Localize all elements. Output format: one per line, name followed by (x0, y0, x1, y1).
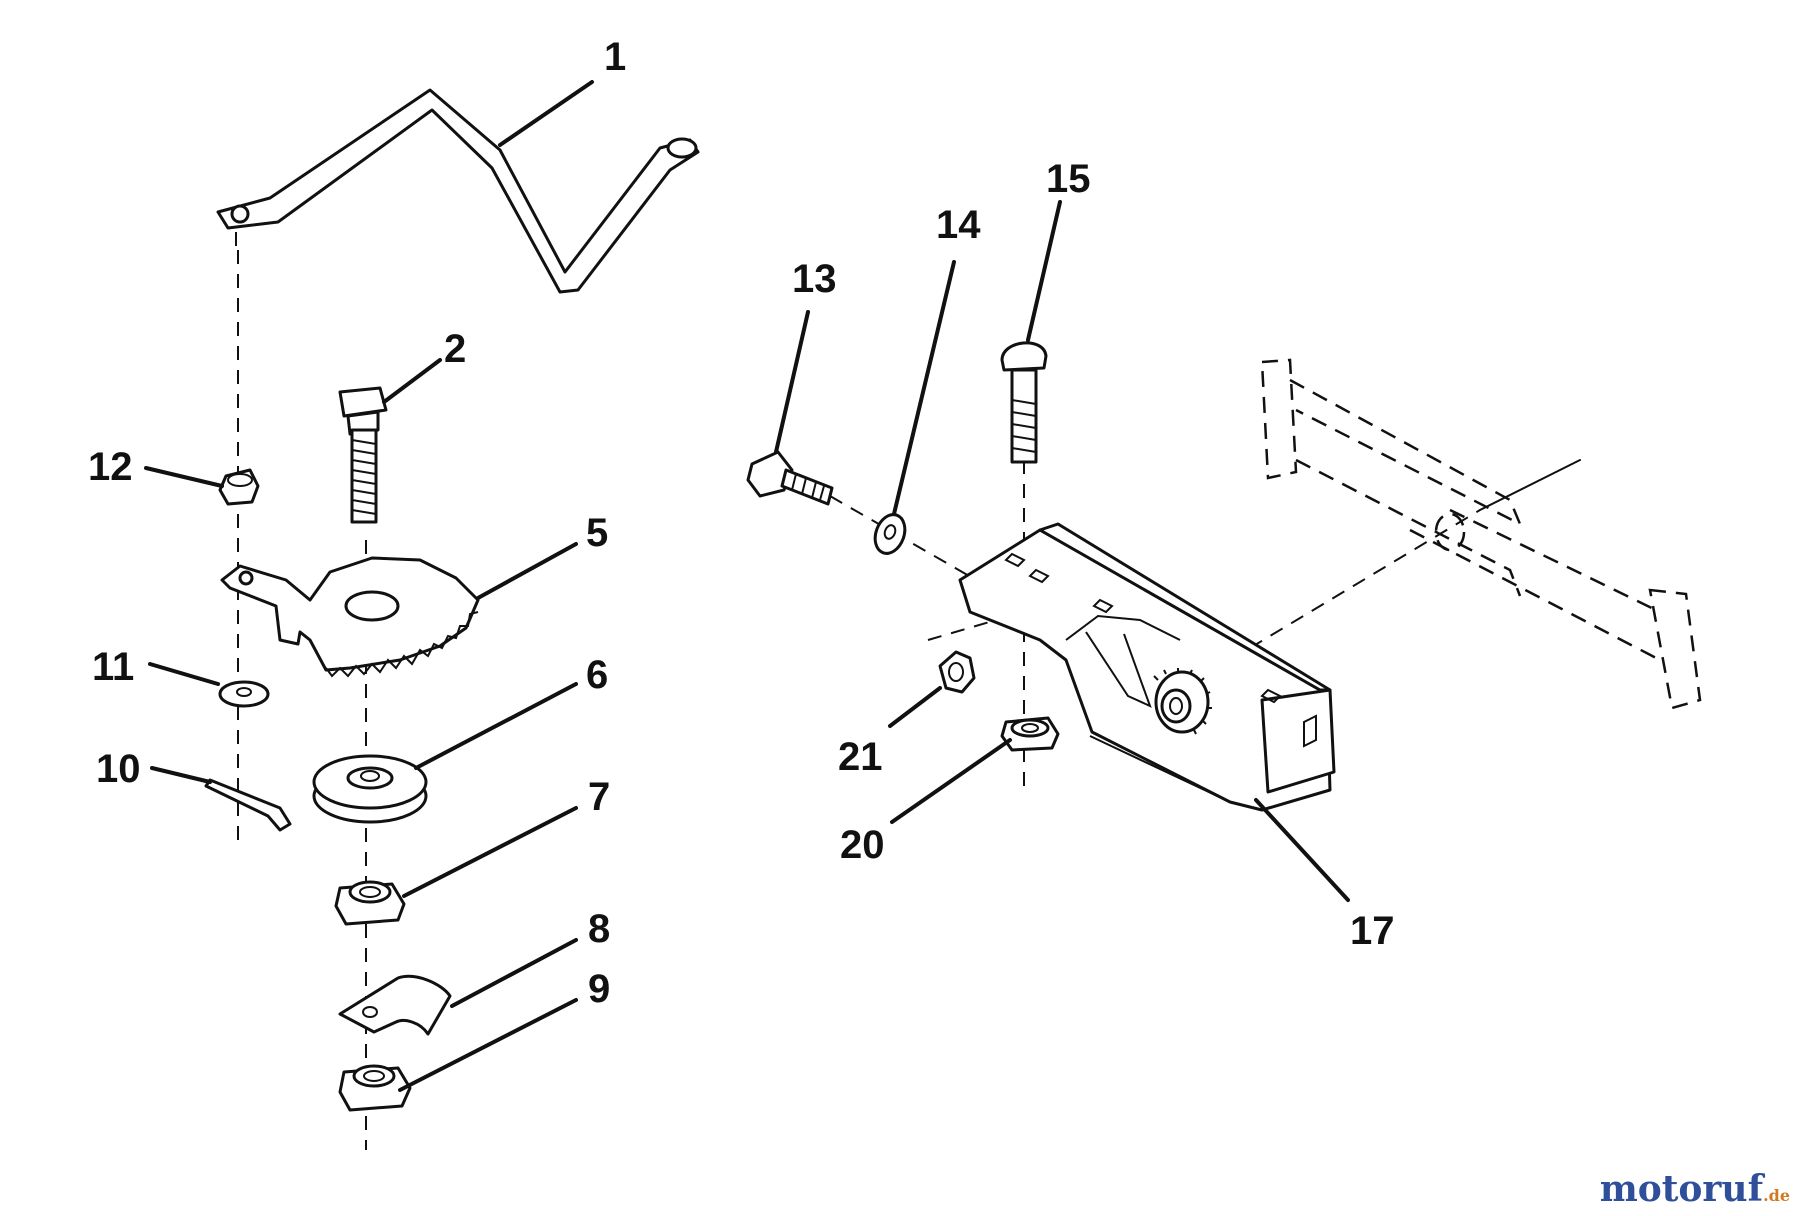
leader-11 (148, 662, 220, 686)
callout-9: 9 (588, 967, 610, 1011)
part-5-sector-gear (220, 556, 480, 678)
part-7-nut (334, 880, 406, 926)
part-6-pulley (312, 754, 428, 824)
leader-13 (774, 310, 810, 454)
callout-10: 10 (96, 747, 141, 791)
callout-7: 7 (588, 775, 610, 819)
leader-5 (476, 542, 578, 600)
axis-frame (1249, 509, 1481, 649)
callout-17: 17 (1350, 909, 1395, 953)
part-21-nut (938, 650, 976, 694)
callout-15: 15 (1046, 157, 1091, 201)
callout-20: 20 (840, 823, 885, 867)
callout-21: 21 (838, 735, 883, 779)
part-12-nut (218, 468, 260, 506)
axis-bolt-13 (829, 495, 991, 589)
callout-1: 1 (604, 35, 626, 79)
leader-10 (150, 766, 212, 784)
callout-6: 6 (586, 653, 608, 697)
part-10-cotter-pin (204, 778, 292, 832)
part-9-nut (338, 1064, 412, 1112)
watermark-suffix: .de (1763, 1186, 1790, 1205)
leader-21 (888, 686, 942, 728)
frame-rail-outline (1260, 358, 1702, 710)
part-2-bolt (338, 386, 388, 524)
leader-8 (450, 938, 578, 1008)
leader-12 (144, 466, 224, 488)
callout-11: 11 (92, 645, 134, 689)
callout-5: 5 (586, 511, 608, 555)
callout-14: 14 (936, 203, 981, 247)
callout-2: 2 (444, 327, 466, 371)
watermark-logo: motoruf.de (1600, 1168, 1790, 1210)
leader-9 (398, 998, 578, 1092)
callout-8: 8 (588, 907, 610, 951)
leader-17 (1254, 798, 1350, 902)
leader-7 (402, 806, 578, 898)
part-14-washer (873, 513, 907, 555)
part-17-bracket (958, 522, 1336, 812)
part-1-shift-rod (216, 88, 700, 294)
part-11-washer (218, 680, 270, 708)
leader-1 (498, 80, 594, 147)
leader-6 (414, 682, 578, 770)
part-15-carriage-bolt (1000, 341, 1048, 464)
leader-20 (890, 738, 1012, 824)
callout-13: 13 (792, 257, 837, 301)
frame-line (1479, 459, 1581, 511)
leader-15 (1026, 200, 1062, 342)
part-8-clamp (338, 975, 452, 1036)
leader-14 (892, 260, 956, 516)
part-13-bolt (746, 450, 834, 506)
leader-2 (382, 358, 442, 404)
watermark-main: motoruf (1599, 1168, 1764, 1210)
callout-12: 12 (88, 445, 133, 489)
part-20-nut (1000, 716, 1060, 752)
